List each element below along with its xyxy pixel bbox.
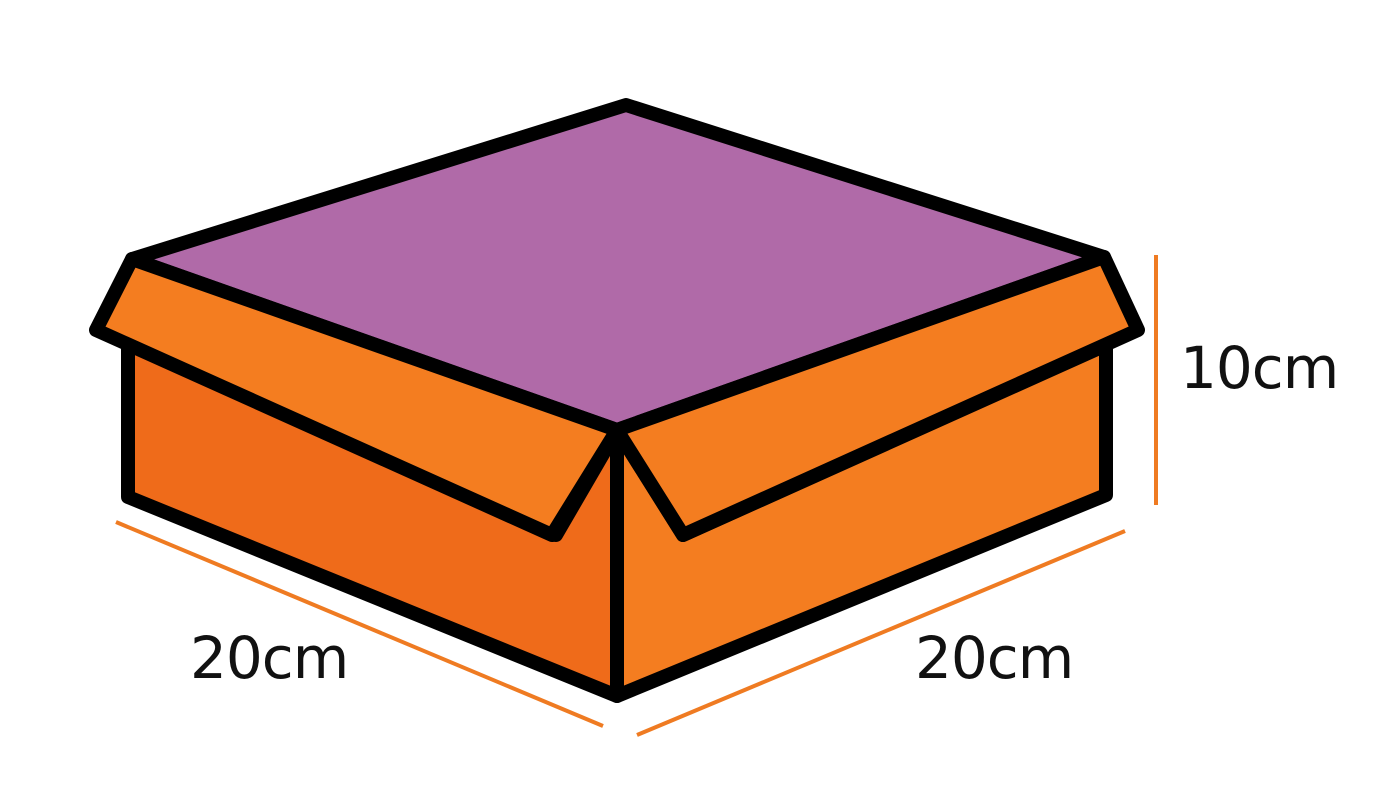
- height-label: 10cm: [1180, 334, 1338, 402]
- right-length-label: 20cm: [915, 624, 1073, 692]
- left-length-dimension-line: [115, 520, 604, 728]
- left-length-label: 20cm: [190, 624, 348, 692]
- box-right-flap: [610, 250, 1145, 542]
- box-left-flap: [89, 252, 624, 542]
- right-length-dimension-line: [636, 529, 1126, 737]
